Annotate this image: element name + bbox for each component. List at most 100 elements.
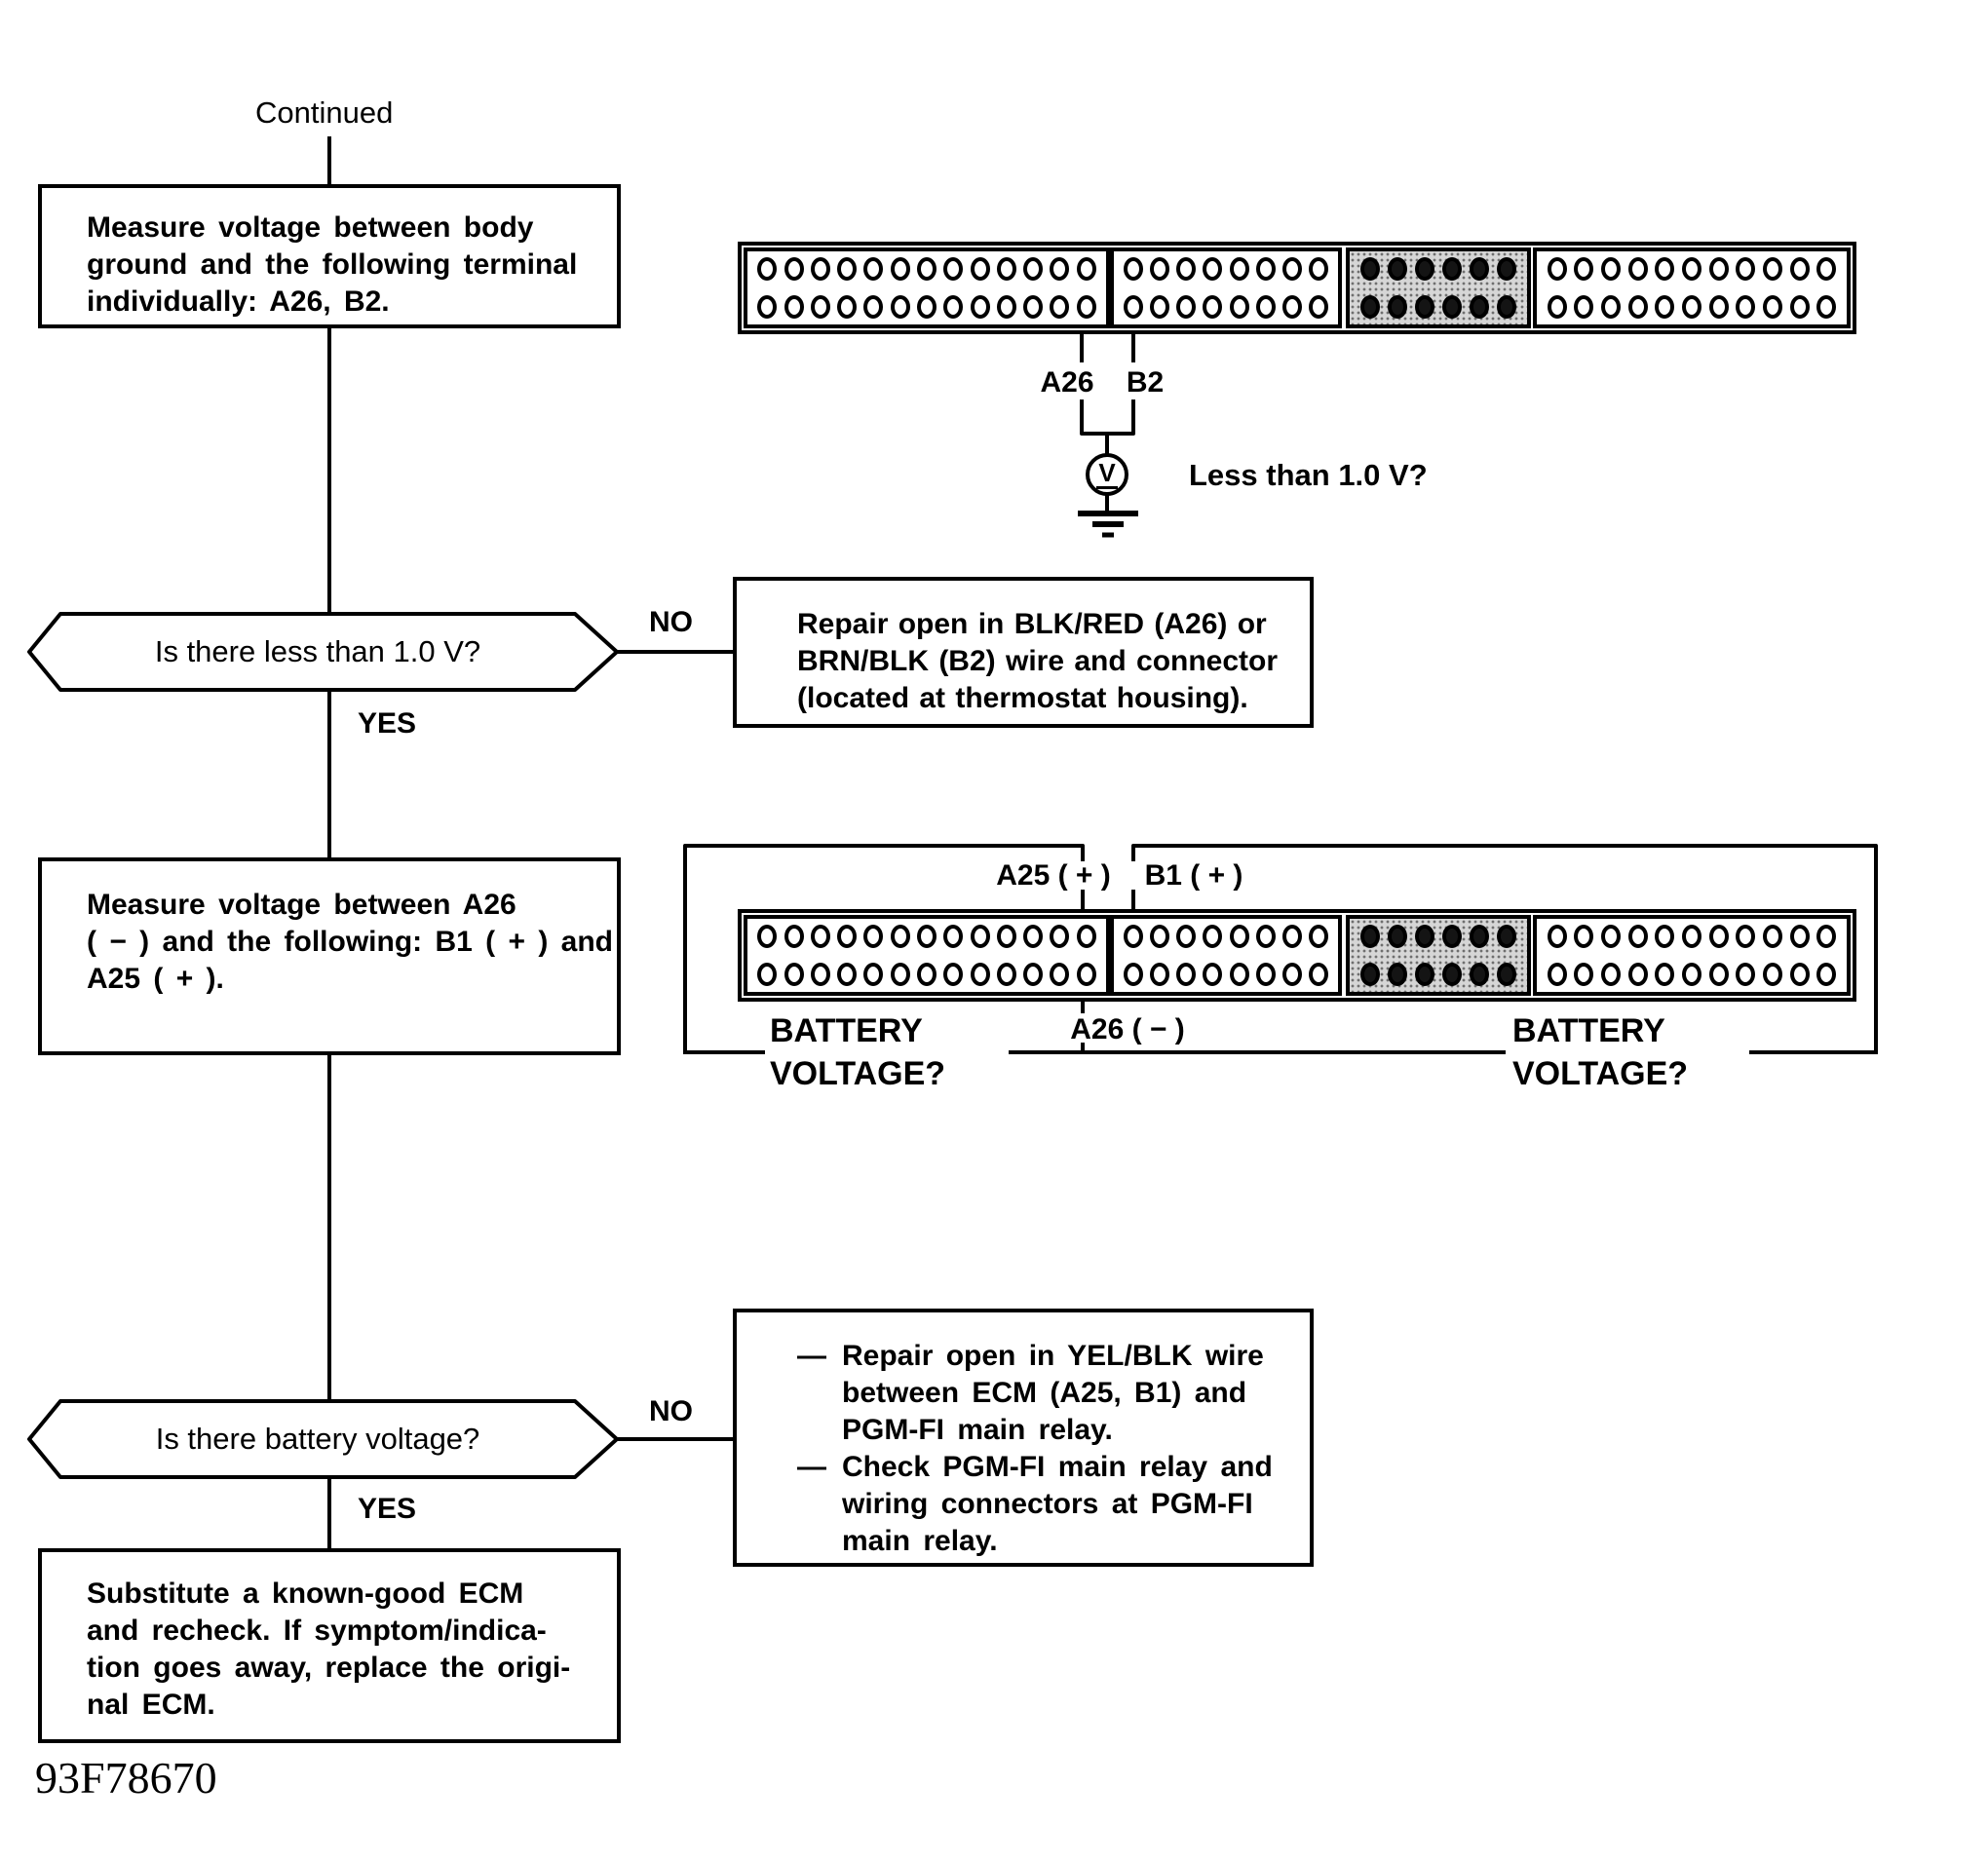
step1-line: ground and the following terminal xyxy=(87,248,578,281)
pin-hole xyxy=(1655,295,1675,319)
pin-hole xyxy=(757,963,778,986)
terminal-label-b2: B2 xyxy=(1126,366,1165,399)
pin-hole xyxy=(1150,963,1170,986)
pin-row xyxy=(750,924,1103,949)
pin-hole xyxy=(1176,257,1197,281)
pin-hole xyxy=(863,295,884,319)
pin-hole xyxy=(784,925,804,948)
battery-voltage-question-right: BATTERY VOLTAGE? xyxy=(1512,1009,1688,1095)
pin-hole xyxy=(1308,257,1328,281)
pin-hole xyxy=(1124,963,1144,986)
pin-hole xyxy=(970,257,990,281)
pin-hole xyxy=(1360,257,1380,281)
pin-hole xyxy=(1762,257,1782,281)
step1-line: individually: A26, B2. xyxy=(87,285,390,318)
pin-hole xyxy=(1124,257,1144,281)
step1-line: Measure voltage between body xyxy=(87,211,534,244)
pin-hole xyxy=(1470,963,1489,986)
terminal-label-a25: A25 ( + ) xyxy=(996,859,1111,892)
pin-hole xyxy=(1681,963,1701,986)
pin-hole xyxy=(1415,257,1434,281)
continued-label: Continued xyxy=(255,95,394,130)
step3-line: tion goes away, replace the origi- xyxy=(87,1652,571,1684)
ground-icon xyxy=(1078,511,1138,538)
pin-hole xyxy=(1627,925,1648,948)
pin-hole xyxy=(757,257,778,281)
repair2-line: Check PGM-FI main relay and xyxy=(842,1451,1273,1483)
pin-hole xyxy=(1497,295,1516,319)
pin-hole xyxy=(863,963,884,986)
pin-hole xyxy=(1681,257,1701,281)
repair2-line: Repair open in YEL/BLK wire xyxy=(842,1340,1264,1372)
pin-hole xyxy=(863,925,884,948)
pin-hole xyxy=(1816,295,1837,319)
pin-hole xyxy=(1388,963,1407,986)
pin-row xyxy=(1117,256,1335,282)
pin-hole xyxy=(1627,963,1648,986)
pin-hole xyxy=(1076,295,1096,319)
step2-line: Measure voltage between A26 xyxy=(87,889,516,921)
terminal-label-a26-neg: A26 ( − ) xyxy=(1070,1013,1185,1045)
pin-hole xyxy=(1124,295,1144,319)
pin-hole xyxy=(916,257,937,281)
connector-segment-d xyxy=(1533,915,1851,996)
battery-right-line: VOLTAGE? xyxy=(1512,1055,1689,1092)
pin-hole xyxy=(810,257,830,281)
pin-row xyxy=(750,256,1103,282)
pin-hole xyxy=(810,963,830,986)
pin-hole xyxy=(970,963,990,986)
pin-hole xyxy=(1281,963,1302,986)
probe-junction-bracket xyxy=(1080,399,1135,436)
step3-line: nal ECM. xyxy=(87,1689,215,1721)
pin-hole xyxy=(1229,925,1249,948)
pin-hole xyxy=(1600,963,1621,986)
pin-hole xyxy=(1600,295,1621,319)
battery-left-line: VOLTAGE? xyxy=(770,1055,946,1092)
pin-hole xyxy=(1736,963,1756,986)
pin-hole xyxy=(943,257,964,281)
pin-hole xyxy=(890,963,910,986)
repair1-line: (located at thermostat housing). xyxy=(797,682,1248,714)
pin-hole xyxy=(890,295,910,319)
pin-hole xyxy=(1281,257,1302,281)
pin-hole xyxy=(784,963,804,986)
pin-hole xyxy=(916,963,937,986)
pin-hole xyxy=(916,295,937,319)
bullet-dash: — xyxy=(797,1340,826,1372)
pin-hole xyxy=(1442,963,1462,986)
pin-hole xyxy=(1736,295,1756,319)
pin-hole xyxy=(1547,963,1567,986)
pin-hole xyxy=(1388,257,1407,281)
pin-hole xyxy=(1050,257,1070,281)
pin-hole xyxy=(1574,925,1594,948)
pin-row xyxy=(750,294,1103,320)
connector-segment-d xyxy=(1533,247,1851,328)
pin-hole xyxy=(1050,963,1070,986)
pin-hole xyxy=(1816,925,1837,948)
connector-segment-b xyxy=(1110,247,1342,328)
pin-hole xyxy=(1415,295,1434,319)
pin-hole xyxy=(1229,295,1249,319)
pin-hole xyxy=(1708,295,1729,319)
pin-hole xyxy=(757,295,778,319)
repair2-line: between ECM (A25, B1) and xyxy=(842,1377,1247,1409)
pin-row xyxy=(1117,962,1335,987)
pin-hole xyxy=(890,257,910,281)
pin-hole xyxy=(1816,257,1837,281)
repair2-box: — Repair open in YEL/BLK wire between EC… xyxy=(733,1309,1314,1567)
repair2-line: PGM-FI main relay. xyxy=(842,1414,1113,1446)
pin-hole xyxy=(970,925,990,948)
pin-hole xyxy=(1308,963,1328,986)
connector-segment-a xyxy=(744,247,1110,328)
pin-hole xyxy=(1360,963,1380,986)
pin-hole xyxy=(1176,925,1197,948)
pin-hole xyxy=(1442,295,1462,319)
voltmeter-icon: V xyxy=(1086,453,1128,496)
repair1-box: Repair open in BLK/RED (A26) or BRN/BLK … xyxy=(733,577,1314,728)
decision1-text: Is there less than 1.0 V? xyxy=(154,634,481,668)
pin-hole xyxy=(1497,963,1516,986)
step2-line: ( − ) and the following: B1 ( + ) and xyxy=(87,926,613,958)
no-label-1: NO xyxy=(649,606,693,638)
pin-hole xyxy=(784,295,804,319)
